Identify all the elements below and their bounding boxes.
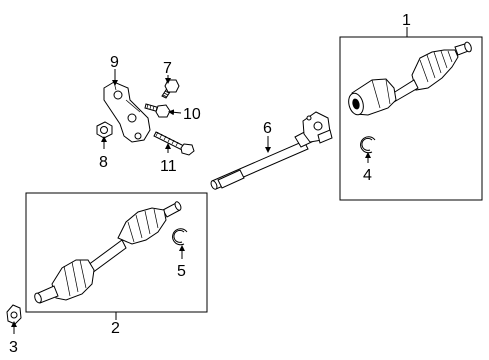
- bolt-10[interactable]: [144, 103, 171, 118]
- callout-6: 6: [263, 120, 272, 137]
- hub-nut-3[interactable]: [6, 304, 22, 325]
- intermediate-shaft[interactable]: [210, 111, 333, 190]
- snap-ring-left[interactable]: [172, 228, 188, 246]
- right-axle-frame: [339, 36, 483, 201]
- callout-1: 1: [402, 12, 411, 29]
- callout-2: 2: [111, 320, 120, 337]
- right-half-shaft[interactable]: [346, 41, 472, 116]
- callout-10: 10: [183, 106, 201, 123]
- bolt-7[interactable]: [161, 79, 180, 99]
- left-half-shaft[interactable]: [33, 201, 182, 304]
- callout-7: 7: [163, 60, 172, 77]
- nut-8[interactable]: [96, 121, 113, 139]
- support-bracket[interactable]: [103, 81, 151, 143]
- bolt-11[interactable]: [153, 131, 195, 156]
- callout-9: 9: [110, 54, 119, 71]
- callout-8: 8: [99, 154, 108, 171]
- callout-3: 3: [9, 339, 18, 356]
- callout-11: 11: [160, 158, 177, 175]
- callout-4: 4: [363, 167, 372, 184]
- snap-ring-right[interactable]: [360, 136, 376, 154]
- leader-lines: [11, 27, 408, 334]
- callout-5: 5: [177, 263, 186, 280]
